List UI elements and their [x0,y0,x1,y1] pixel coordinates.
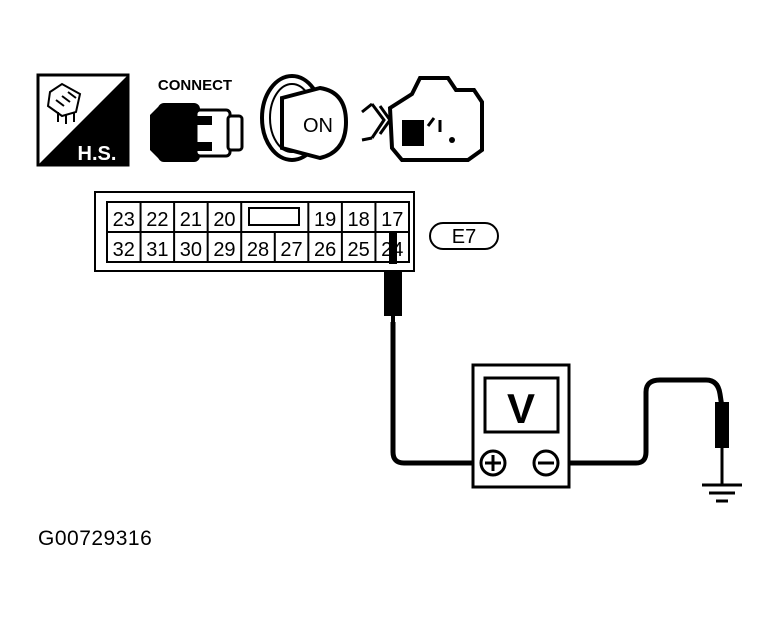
voltmeter-display-label: V [507,385,535,432]
terminal-20: 20 [213,209,235,231]
connector-blank-slot [248,207,300,226]
engine-icon [361,76,484,162]
ground-probe [715,402,729,484]
terminal-22: 22 [146,209,168,231]
terminal-29: 29 [213,239,235,261]
terminal-25: 25 [348,239,370,261]
ignition-on-icon: ON [260,74,349,162]
connector-id-label: E7 [452,226,476,248]
connect-icon: CONNECT [150,77,244,162]
terminal-27: 27 [280,239,302,261]
negative-test-lead [560,377,726,466]
connector-bottom-row: 323130292827262524 [113,232,403,262]
hs-label: H.S. [78,143,117,165]
terminal-23: 23 [113,209,135,231]
harness-connector-icon: H.S. [36,73,130,167]
connector-top-row: 23 22 21 20 19 18 17 [113,202,403,232]
terminal-30: 30 [180,239,202,261]
positive-test-lead [390,322,478,466]
terminal-26: 26 [314,239,336,261]
terminal-21: 21 [180,209,202,231]
connect-label: CONNECT [158,77,232,94]
terminal-31: 31 [146,239,168,261]
figure-id: G00729316 [38,527,153,550]
ground-symbol [702,483,742,503]
voltmeter: V [471,363,571,489]
terminal-28: 28 [247,239,269,261]
connector-id-badge: E7 [429,222,499,250]
terminal-19: 19 [314,209,336,231]
terminal-18: 18 [348,209,370,231]
ignition-on-label: ON [303,115,333,137]
terminal-32: 32 [113,239,135,261]
terminal-17: 17 [381,209,403,231]
